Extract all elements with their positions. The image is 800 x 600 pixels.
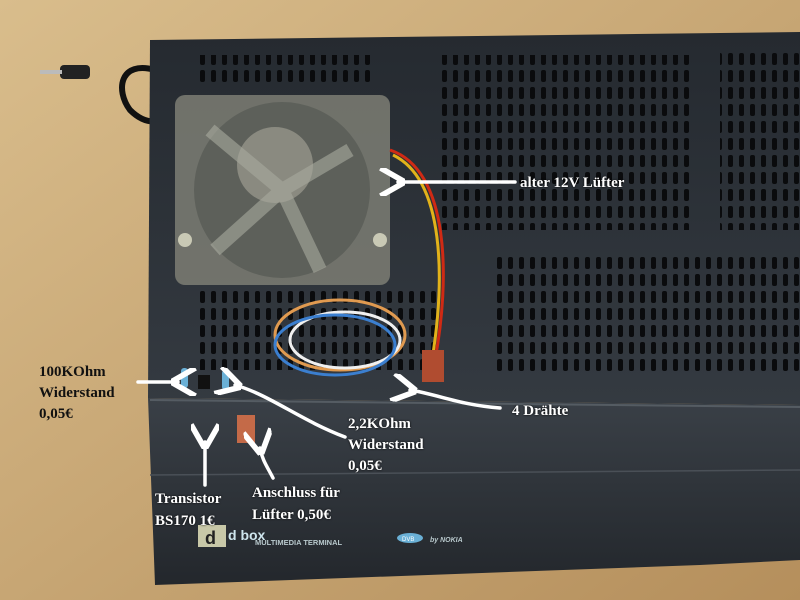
transistor-bs170 — [198, 375, 210, 389]
connector-block — [237, 415, 255, 443]
label-connector: Anschluss für Lüfter 0,50€ — [252, 485, 340, 523]
svg-text:by NOKIA: by NOKIA — [430, 537, 463, 544]
vent-grid — [200, 290, 440, 370]
label-wires: 4 Drähte — [512, 403, 569, 419]
arrow-connector — [260, 448, 275, 480]
resistor-2k2 — [222, 370, 229, 390]
cooling-fan — [175, 95, 390, 285]
svg-text:MULTIMEDIA TERMINAL: MULTIMEDIA TERMINAL — [255, 538, 342, 547]
label-fan: alter 12V Lüfter — [520, 175, 625, 191]
vent-grid — [440, 55, 690, 230]
receiver-front — [148, 398, 800, 585]
vent-grid — [195, 55, 370, 85]
svg-text:d box: d box — [228, 527, 266, 543]
resistor-100k — [181, 368, 188, 388]
label-transistor: Transistor BS170 1€ — [155, 491, 222, 529]
power-plug — [60, 65, 90, 79]
fan-wire — [389, 148, 445, 361]
arrow-resistor-2k2 — [235, 385, 347, 439]
fan-connector — [422, 350, 444, 382]
label-resistor-2k2: 2,2KOhm Widerstand 0,05€ — [348, 416, 424, 474]
label-resistor-100k: 100KOhm Widerstand 0,05€ — [39, 364, 115, 422]
vent-grid — [495, 255, 800, 375]
svg-text:DVB: DVB — [402, 537, 414, 543]
dbox-logo: d d box MULTIMEDIA TERMINAL DVB by NOKIA — [198, 525, 463, 548]
svg-text:d: d — [205, 528, 216, 548]
annotation-arrows — [136, 182, 517, 487]
vent-grid — [720, 50, 800, 230]
wire-bundle — [273, 298, 407, 372]
arrow-wires — [410, 390, 502, 410]
